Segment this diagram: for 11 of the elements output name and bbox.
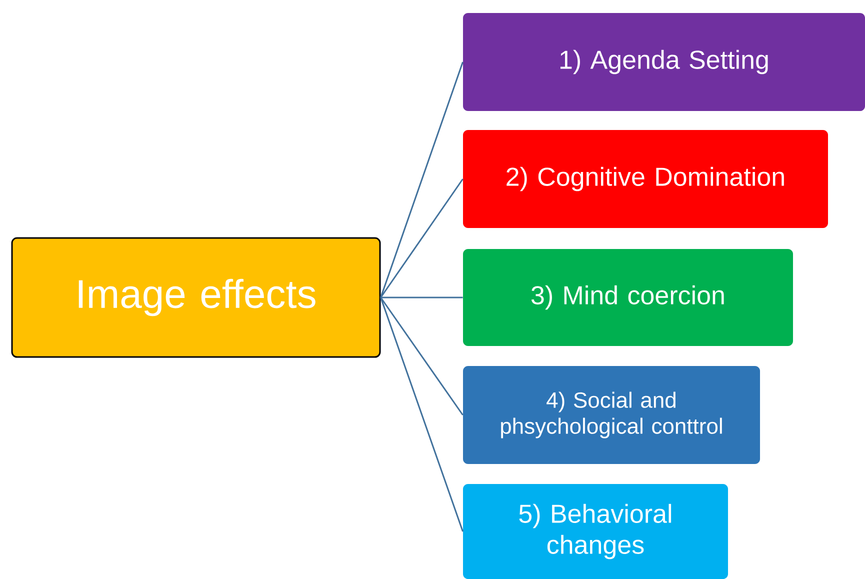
connector-line <box>380 297 464 532</box>
item-box: 3) Mind coercion <box>463 249 793 346</box>
connector-line <box>380 178 464 298</box>
connector-line <box>380 296 463 298</box>
topic-box: Image effects <box>11 237 381 358</box>
connector-line <box>380 297 464 416</box>
item-box: 2) Cognitive Domination <box>463 130 828 228</box>
item-box: 1) Agenda Setting <box>463 13 865 111</box>
item-box: 5) Behavioral changes <box>463 484 728 579</box>
item-box: 4) Social and phsychological conttrol <box>463 366 760 464</box>
connector-line <box>380 62 464 298</box>
